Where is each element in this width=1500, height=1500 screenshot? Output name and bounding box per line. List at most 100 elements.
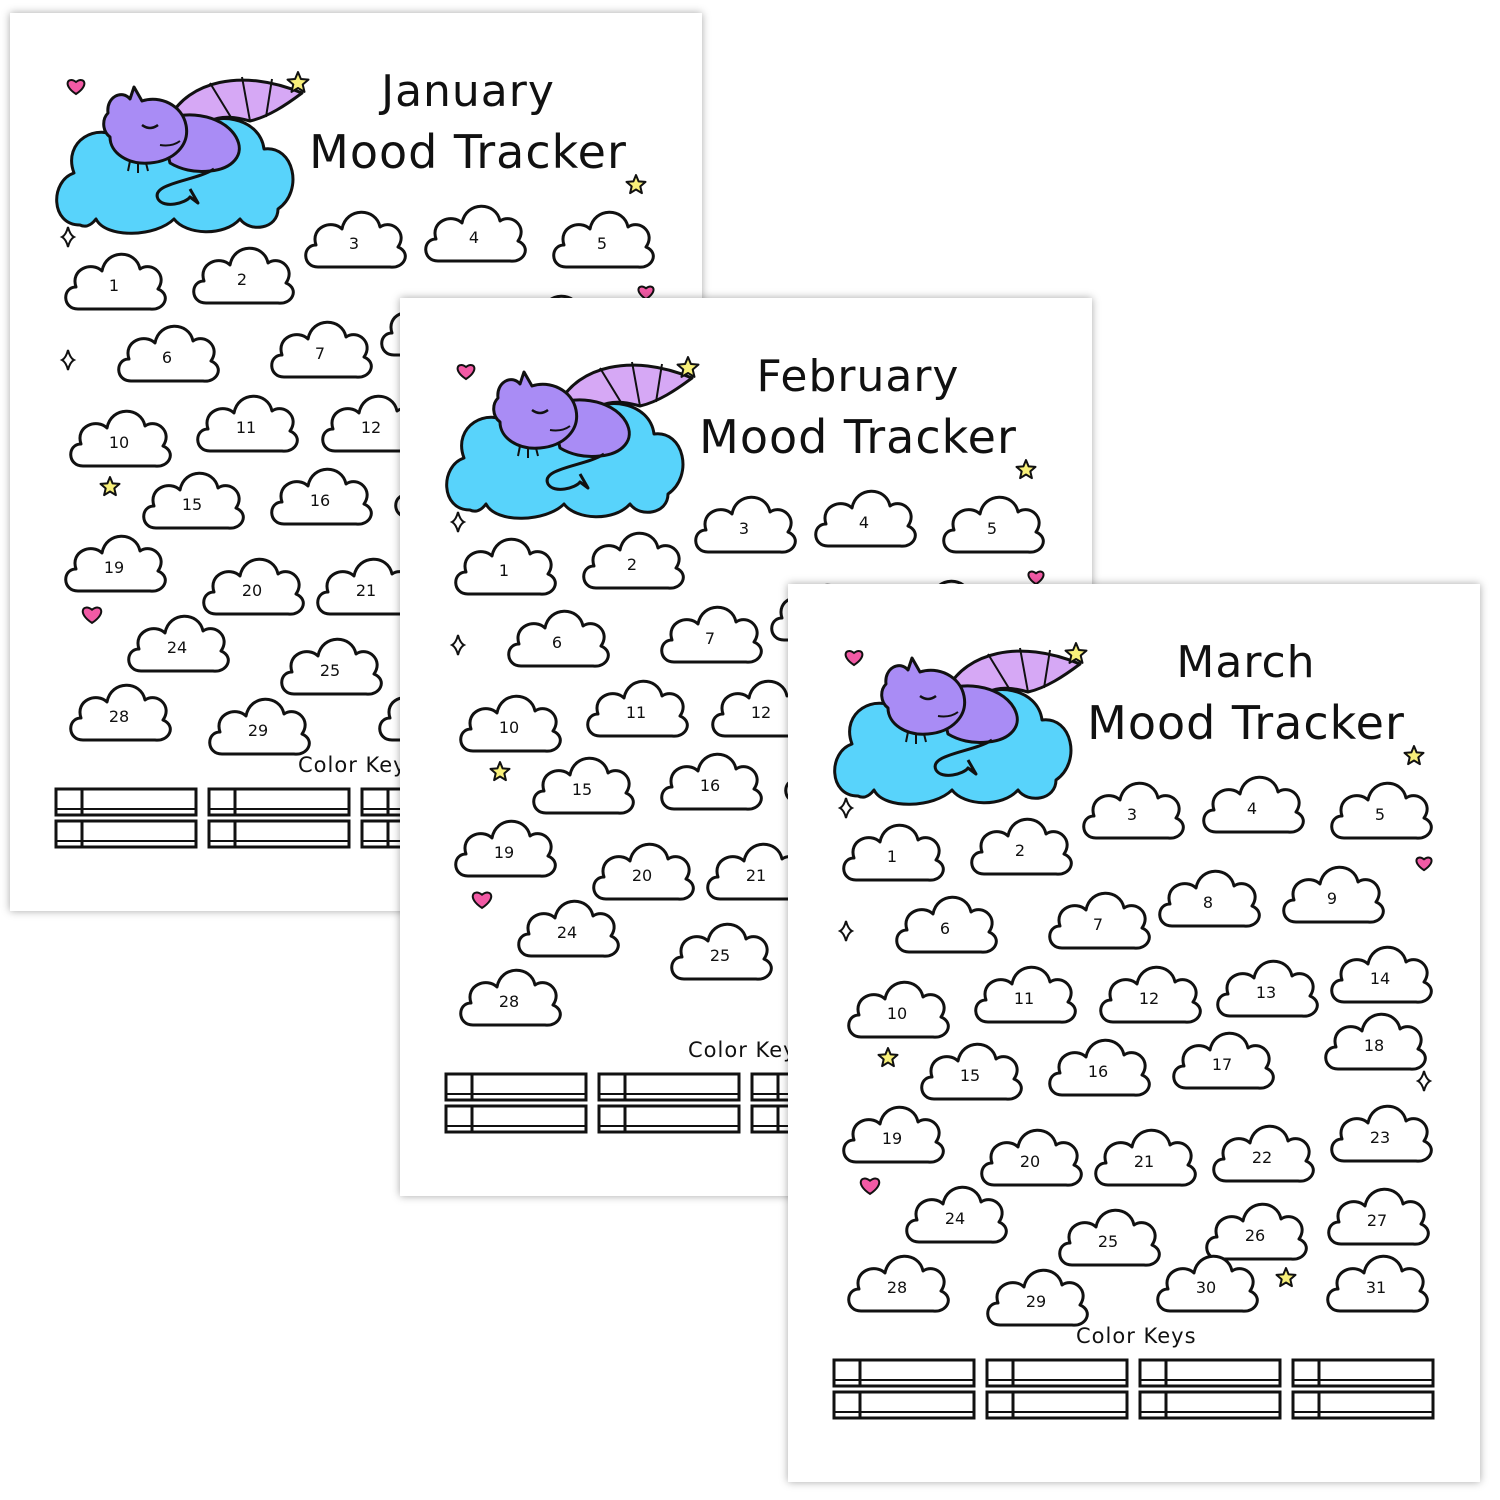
day-number: 11 bbox=[626, 703, 646, 722]
color-key-box[interactable] bbox=[1291, 1358, 1435, 1388]
day-cloud[interactable]: 3 bbox=[304, 210, 407, 269]
day-cloud[interactable]: 3 bbox=[694, 495, 797, 554]
day-cloud[interactable]: 20 bbox=[592, 842, 695, 901]
page-title: February Mood Tracker bbox=[698, 348, 1018, 468]
day-cloud[interactable]: 11 bbox=[974, 965, 1077, 1024]
day-cloud[interactable]: 6 bbox=[117, 324, 220, 383]
color-key-box[interactable] bbox=[54, 787, 198, 817]
day-number: 24 bbox=[557, 923, 577, 942]
day-cloud[interactable]: 29 bbox=[986, 1268, 1089, 1327]
day-cloud[interactable]: 18 bbox=[1324, 1012, 1427, 1071]
day-cloud[interactable]: 4 bbox=[1202, 775, 1305, 834]
day-cloud[interactable]: 5 bbox=[552, 210, 655, 269]
sparkle-icon bbox=[59, 349, 77, 371]
day-cloud[interactable]: 25 bbox=[1058, 1208, 1161, 1267]
day-cloud[interactable]: 9 bbox=[1282, 865, 1385, 924]
day-cloud[interactable]: 26 bbox=[1205, 1202, 1308, 1261]
day-cloud[interactable]: 16 bbox=[1048, 1038, 1151, 1097]
day-cloud[interactable]: 1 bbox=[64, 252, 167, 311]
day-cloud[interactable]: 13 bbox=[1216, 959, 1319, 1018]
title-month: February bbox=[756, 351, 960, 402]
day-cloud[interactable]: 3 bbox=[1082, 781, 1185, 840]
day-cloud[interactable]: 28 bbox=[459, 968, 562, 1027]
day-cloud[interactable]: 25 bbox=[280, 637, 383, 696]
day-cloud[interactable]: 15 bbox=[532, 756, 635, 815]
color-key-box[interactable] bbox=[597, 1104, 741, 1134]
day-cloud[interactable]: 11 bbox=[196, 394, 299, 453]
day-cloud[interactable]: 4 bbox=[424, 204, 527, 263]
day-cloud[interactable]: 2 bbox=[582, 531, 685, 590]
color-key-box[interactable] bbox=[207, 787, 351, 817]
day-cloud[interactable]: 16 bbox=[270, 467, 373, 526]
dragon-icon bbox=[55, 76, 304, 235]
star-icon bbox=[625, 174, 647, 195]
day-cloud[interactable]: 20 bbox=[980, 1128, 1083, 1187]
star-icon bbox=[286, 71, 310, 93]
day-cloud[interactable]: 22 bbox=[1212, 1124, 1315, 1183]
day-number: 6 bbox=[552, 633, 562, 652]
heart-icon bbox=[66, 79, 86, 96]
day-cloud[interactable]: 11 bbox=[586, 679, 689, 738]
color-key-box[interactable] bbox=[597, 1072, 741, 1102]
heart-icon bbox=[637, 285, 655, 301]
day-number: 6 bbox=[162, 348, 172, 367]
color-key-box[interactable] bbox=[1138, 1390, 1282, 1420]
day-cloud[interactable]: 31 bbox=[1326, 1254, 1429, 1313]
day-cloud[interactable]: 1 bbox=[454, 537, 557, 596]
color-key-box[interactable] bbox=[444, 1072, 588, 1102]
day-cloud[interactable]: 15 bbox=[920, 1042, 1023, 1101]
color-key-box[interactable] bbox=[1138, 1358, 1282, 1388]
color-key-box[interactable] bbox=[207, 819, 351, 849]
day-cloud[interactable]: 19 bbox=[842, 1105, 945, 1164]
dragon-icon bbox=[833, 647, 1082, 806]
color-key-box[interactable] bbox=[54, 819, 198, 849]
color-key-box[interactable] bbox=[444, 1104, 588, 1134]
day-cloud[interactable]: 24 bbox=[905, 1185, 1008, 1244]
day-cloud[interactable]: 23 bbox=[1330, 1104, 1433, 1163]
day-cloud[interactable]: 7 bbox=[1048, 891, 1151, 950]
day-cloud[interactable]: 21 bbox=[1094, 1128, 1197, 1187]
day-cloud[interactable]: 28 bbox=[69, 683, 172, 742]
day-cloud[interactable]: 25 bbox=[670, 922, 773, 981]
day-cloud[interactable]: 10 bbox=[847, 980, 950, 1039]
color-key-box[interactable] bbox=[1291, 1390, 1435, 1420]
heart-icon bbox=[456, 364, 476, 381]
day-cloud[interactable]: 4 bbox=[814, 489, 917, 548]
day-cloud[interactable]: 5 bbox=[1330, 781, 1433, 840]
day-cloud[interactable]: 24 bbox=[127, 614, 230, 673]
day-cloud[interactable]: 24 bbox=[517, 899, 620, 958]
day-cloud[interactable]: 19 bbox=[64, 534, 167, 593]
day-cloud[interactable]: 6 bbox=[895, 895, 998, 954]
day-cloud[interactable]: 29 bbox=[208, 697, 311, 756]
color-key-box[interactable] bbox=[832, 1390, 976, 1420]
day-number: 6 bbox=[940, 919, 950, 938]
day-cloud[interactable]: 19 bbox=[454, 819, 557, 878]
day-number: 2 bbox=[237, 270, 247, 289]
day-cloud[interactable]: 2 bbox=[970, 817, 1073, 876]
day-cloud[interactable]: 2 bbox=[192, 246, 295, 305]
day-cloud[interactable]: 7 bbox=[660, 605, 763, 664]
color-key-box[interactable] bbox=[985, 1358, 1129, 1388]
day-cloud[interactable]: 10 bbox=[459, 694, 562, 753]
day-cloud[interactable]: 28 bbox=[847, 1254, 950, 1313]
day-number: 20 bbox=[632, 866, 652, 885]
color-key-box[interactable] bbox=[985, 1390, 1129, 1420]
day-cloud[interactable]: 5 bbox=[942, 495, 1045, 554]
day-number: 5 bbox=[987, 519, 997, 538]
day-cloud[interactable]: 12 bbox=[1099, 965, 1202, 1024]
day-cloud[interactable]: 20 bbox=[202, 557, 305, 616]
day-cloud[interactable]: 7 bbox=[270, 320, 373, 379]
day-cloud[interactable]: 27 bbox=[1327, 1187, 1430, 1246]
day-cloud[interactable]: 10 bbox=[69, 409, 172, 468]
day-cloud[interactable]: 17 bbox=[1172, 1031, 1275, 1090]
day-number: 7 bbox=[1093, 915, 1103, 934]
day-cloud[interactable]: 30 bbox=[1156, 1254, 1259, 1313]
day-cloud[interactable]: 14 bbox=[1330, 945, 1433, 1004]
day-cloud[interactable]: 1 bbox=[842, 823, 945, 882]
day-cloud[interactable]: 8 bbox=[1158, 869, 1261, 928]
color-key-box[interactable] bbox=[832, 1358, 976, 1388]
day-cloud[interactable]: 15 bbox=[142, 471, 245, 530]
dragon-icon bbox=[445, 361, 694, 520]
day-cloud[interactable]: 16 bbox=[660, 752, 763, 811]
day-cloud[interactable]: 6 bbox=[507, 609, 610, 668]
